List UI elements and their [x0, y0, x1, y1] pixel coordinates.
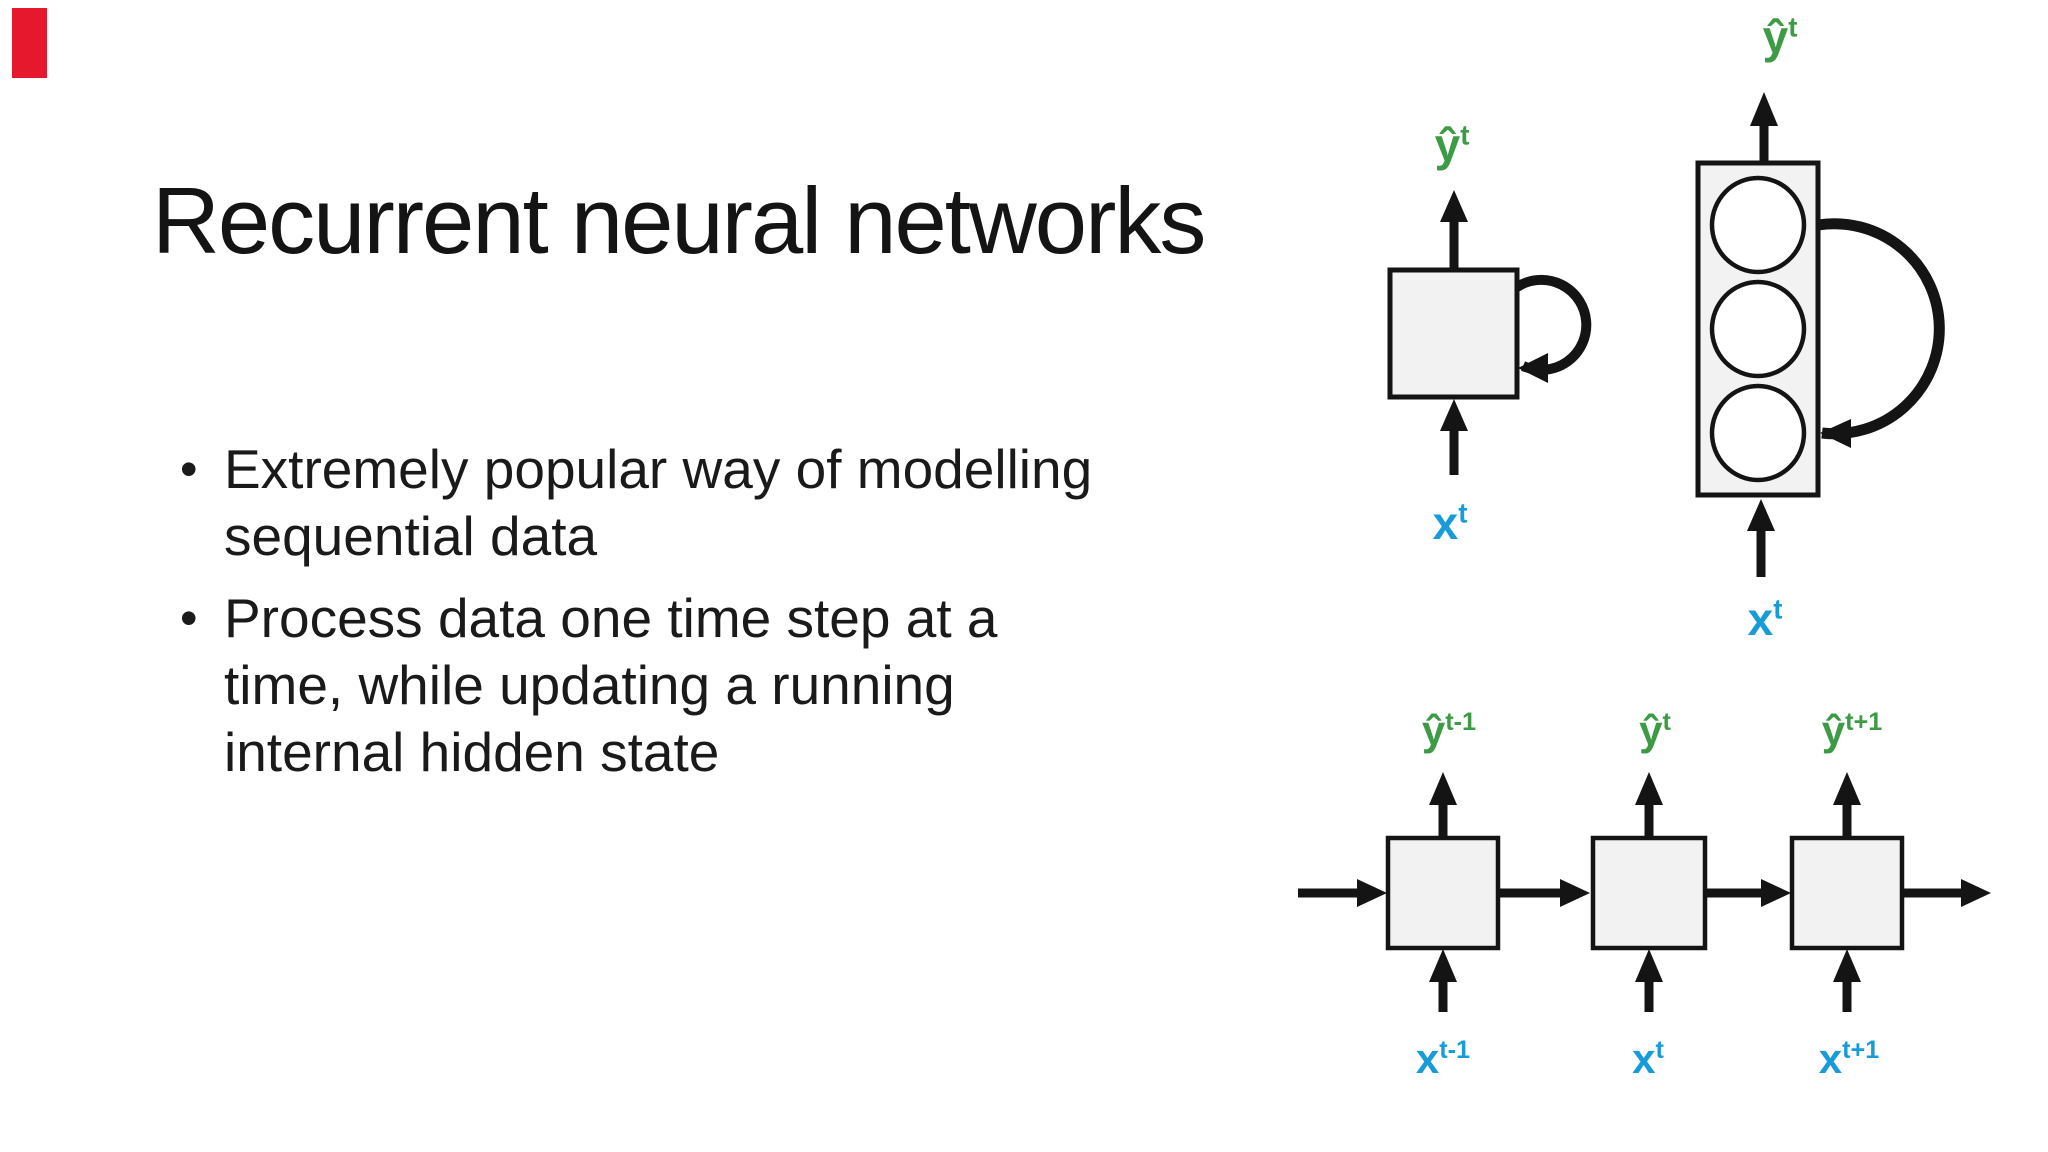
label-base: x	[1747, 593, 1774, 645]
label-superscript: t+1	[1842, 1035, 1880, 1064]
self-loop-arrowhead	[1518, 353, 1548, 383]
output-label: ŷt	[1639, 707, 1671, 754]
label-superscript: t	[1773, 593, 1783, 625]
output-label: ŷt	[1763, 12, 1798, 63]
bullet-item: • Process data one time step at a time, …	[178, 585, 1288, 786]
neuron-circle	[1709, 383, 1807, 483]
self-loop-arc	[1817, 218, 1945, 440]
label-base: x	[1632, 1035, 1656, 1082]
output-arrowhead	[1750, 92, 1778, 126]
output-label: ŷt-1	[1421, 707, 1477, 754]
hidden-layer-diagram	[1695, 92, 1945, 577]
neuron-circle	[1709, 279, 1807, 379]
label-base: x	[1818, 1035, 1843, 1082]
label-base: x	[1415, 1035, 1440, 1082]
output-arrowhead	[1440, 190, 1468, 222]
label-superscript: t	[1655, 1035, 1664, 1064]
timestep-box	[1590, 835, 1708, 951]
bullet-item: • Extremely popular way of modelling seq…	[178, 436, 1288, 570]
output-label: ŷt	[1435, 120, 1470, 171]
state-arrowhead	[1357, 879, 1387, 907]
label-superscript: t	[1460, 119, 1470, 151]
input-arrowhead	[1429, 949, 1457, 982]
label-base: ŷ	[1821, 707, 1846, 754]
label-base: ŷ	[1421, 707, 1446, 754]
neuron-circle	[1709, 175, 1807, 275]
state-arrowhead	[1961, 879, 1991, 907]
rnn-cell-box	[1387, 267, 1520, 400]
output-arrowhead	[1429, 772, 1457, 805]
input-label: xt	[1433, 498, 1468, 549]
label-base: x	[1432, 497, 1459, 549]
label-base: ŷ	[1639, 707, 1663, 754]
slide-title: Recurrent neural networks	[152, 167, 1206, 273]
label-superscript: t	[1788, 11, 1798, 43]
input-label: xt+1	[1818, 1035, 1880, 1082]
bullet-glyph: •	[180, 441, 198, 497]
input-label: xt	[1632, 1035, 1664, 1082]
state-arrowhead	[1560, 879, 1590, 907]
label-superscript: t	[1662, 707, 1671, 736]
input-arrowhead	[1440, 399, 1468, 431]
output-label: ŷt+1	[1821, 707, 1883, 754]
bullet-text: Process data one time step at a time, wh…	[224, 587, 998, 783]
bullet-text: Extremely popular way of modelling seque…	[224, 438, 1093, 567]
red-corner-marker	[12, 8, 47, 78]
label-base: ŷ	[1434, 119, 1461, 171]
label-superscript: t-1	[1439, 1035, 1471, 1064]
state-arrowhead	[1761, 879, 1791, 907]
self-loop-arc	[1514, 274, 1592, 375]
timestep-box	[1385, 835, 1501, 951]
single-unit-diagram	[1387, 190, 1592, 475]
bullet-glyph: •	[180, 590, 198, 646]
output-arrowhead	[1833, 772, 1861, 805]
bullet-list: • Extremely popular way of modelling seq…	[178, 436, 1288, 801]
label-superscript: t	[1458, 497, 1468, 529]
label-superscript: t+1	[1845, 707, 1883, 736]
output-arrowhead	[1635, 772, 1663, 805]
label-base: ŷ	[1762, 11, 1789, 63]
timestep-box	[1789, 835, 1905, 951]
input-label: xt-1	[1415, 1035, 1471, 1082]
self-loop-arrowhead	[1820, 419, 1851, 448]
input-arrowhead	[1747, 499, 1775, 531]
input-arrowhead	[1635, 949, 1663, 982]
input-arrowhead	[1833, 949, 1861, 982]
label-superscript: t-1	[1445, 707, 1477, 736]
unrolled-rnn-diagram	[1298, 772, 1991, 1012]
input-label: xt	[1748, 594, 1783, 645]
